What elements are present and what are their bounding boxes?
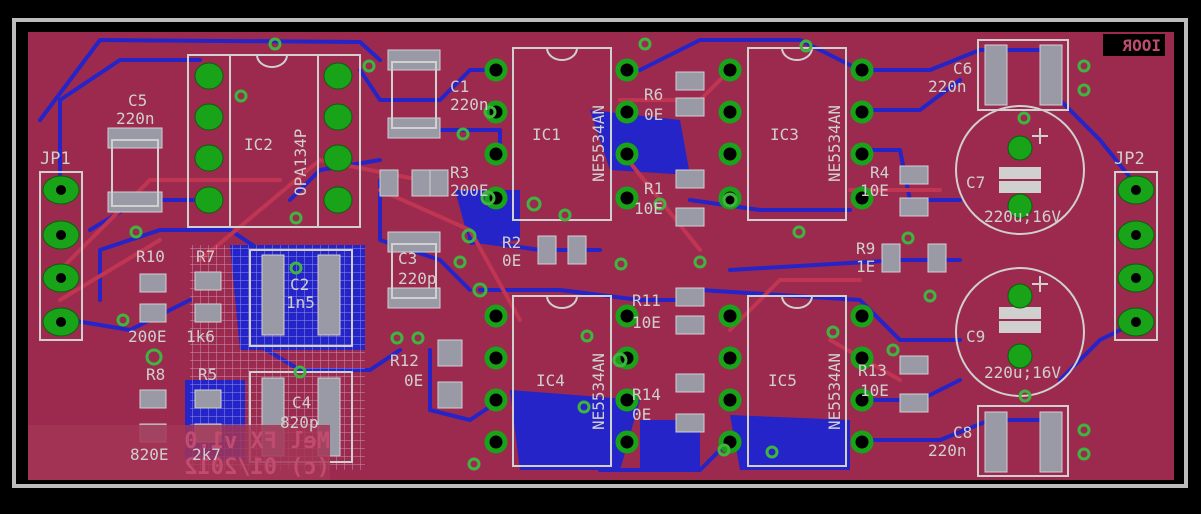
label-c7-value: 220u;16V bbox=[984, 207, 1061, 226]
label-ic5: IC5 bbox=[768, 371, 797, 390]
ic2-pin-lines bbox=[229, 55, 319, 227]
label-r3-value: 200E bbox=[450, 181, 489, 200]
label-r4-value: 10E bbox=[860, 181, 889, 200]
label-ic1-value: NE5534AN bbox=[589, 105, 608, 182]
dip-pads bbox=[194, 58, 874, 454]
label-r8: R8 bbox=[146, 365, 165, 384]
label-r11: R11 bbox=[632, 291, 661, 310]
label-c7: C7 bbox=[966, 173, 985, 192]
bottom-silk-area bbox=[28, 425, 330, 480]
mirrored-text: Mel FX v1.0 (c) 01/2012 bbox=[184, 429, 330, 480]
label-r1-value: 10E bbox=[634, 199, 663, 218]
label-r11-value: 10E bbox=[632, 313, 661, 332]
label-c2-value: 1n5 bbox=[286, 293, 315, 312]
label-c8-value: 220n bbox=[928, 441, 967, 460]
label-r13: R13 bbox=[858, 361, 887, 380]
label-r2: R2 bbox=[502, 233, 521, 252]
label-c2: C2 bbox=[290, 275, 309, 294]
mirrored-line-1: Mel FX v1.0 bbox=[184, 429, 330, 454]
label-ic2-value: OPA134P bbox=[291, 129, 310, 196]
board-outline bbox=[12, 18, 1188, 488]
label-r7: R7 bbox=[196, 247, 215, 266]
label-r10-value: 200E bbox=[128, 327, 167, 346]
label-c9: C9 bbox=[966, 327, 985, 346]
label-ic4-value: NE5534AN bbox=[589, 353, 608, 430]
label-r10: R10 bbox=[136, 247, 165, 266]
label-c3-value: 220p bbox=[398, 269, 437, 288]
label-ic4: IC4 bbox=[536, 371, 565, 390]
label-r5: R5 bbox=[198, 365, 217, 384]
label-r6: R6 bbox=[644, 85, 663, 104]
label-c8: C8 bbox=[953, 423, 972, 442]
label-c1-value: 220n bbox=[450, 95, 489, 114]
label-r6-value: 0E bbox=[644, 105, 663, 124]
label-c5-value: 220n bbox=[116, 109, 155, 128]
label-r13-value: 10E bbox=[860, 381, 889, 400]
label-ic3: IC3 bbox=[770, 125, 799, 144]
corner-label: IOOR bbox=[1122, 36, 1161, 55]
label-r9: R9 bbox=[856, 239, 875, 258]
label-r9-value: 1E bbox=[856, 257, 875, 276]
label-ic5-value: NE5534AN bbox=[825, 353, 844, 430]
label-c1: C1 bbox=[450, 77, 469, 96]
label-c6: C6 bbox=[953, 59, 972, 78]
label-r14-value: 0E bbox=[632, 405, 651, 424]
label-r1: R1 bbox=[644, 179, 663, 198]
ic-outlines bbox=[187, 47, 847, 467]
component-labels: JP1 JP2 C5 220n IC2 OPA134P C1 220n IC1 … bbox=[40, 59, 1145, 464]
corner-label-bg bbox=[1103, 34, 1165, 56]
vias bbox=[116, 37, 1091, 471]
label-ic3-value: NE5534AN bbox=[825, 105, 844, 182]
electrolytic-pads bbox=[1007, 135, 1033, 369]
label-c4: C4 bbox=[292, 393, 311, 412]
label-ic1: IC1 bbox=[532, 125, 561, 144]
label-r5-value: 2k7 bbox=[192, 445, 221, 464]
label-r14: R14 bbox=[632, 385, 661, 404]
label-ic2: IC2 bbox=[244, 135, 273, 154]
label-jp2: JP2 bbox=[1114, 149, 1145, 169]
label-c5: C5 bbox=[128, 91, 147, 110]
mirrored-line-2: (c) 01/2012 bbox=[184, 455, 330, 480]
label-r4: R4 bbox=[870, 163, 889, 182]
label-r8-value: 820E bbox=[130, 445, 169, 464]
label-r7-value: 1k6 bbox=[186, 327, 215, 346]
label-c3: C3 bbox=[398, 249, 417, 268]
label-r12: R12 bbox=[390, 351, 419, 370]
label-c9-value: 220u;16V bbox=[984, 363, 1061, 382]
label-r12-value: 0E bbox=[404, 371, 423, 390]
connector-pads bbox=[39, 171, 1158, 341]
label-c6-value: 220n bbox=[928, 77, 967, 96]
label-r2-value: 0E bbox=[502, 251, 521, 270]
label-c4-value: 820p bbox=[280, 413, 319, 432]
label-jp1: JP1 bbox=[40, 149, 71, 169]
label-r3: R3 bbox=[450, 163, 469, 182]
